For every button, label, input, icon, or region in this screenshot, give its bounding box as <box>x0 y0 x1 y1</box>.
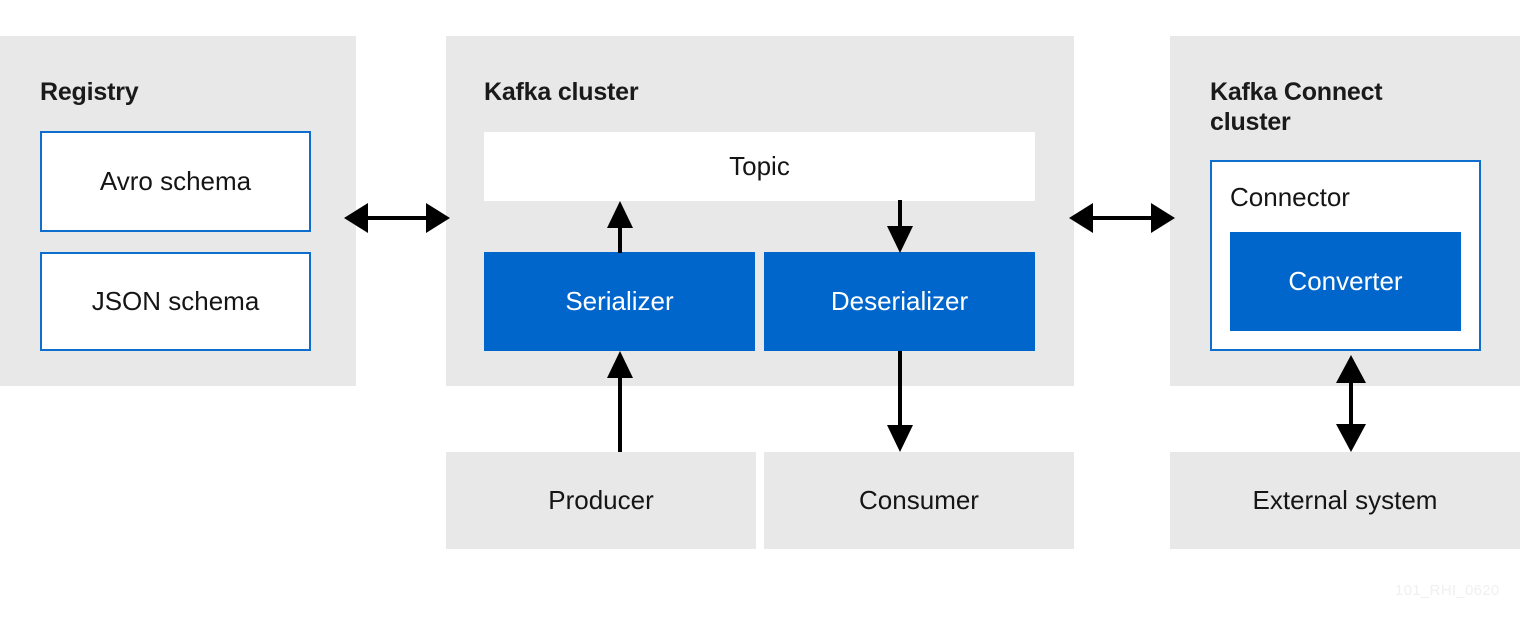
box-consumer-label: Consumer <box>859 485 979 515</box>
box-converter[interactable]: Converter <box>1230 232 1461 331</box>
panel-registry-title: Registry <box>40 78 139 106</box>
panel-kafka-connect-cluster-title: Kafka Connect cluster <box>1210 78 1383 136</box>
box-external-system-label: External system <box>1252 485 1438 515</box>
arrow-producer-to-serializer <box>607 351 633 452</box>
box-converter-label: Converter <box>1288 266 1403 296</box>
box-serializer[interactable]: Serializer <box>484 252 755 351</box>
box-producer-label: Producer <box>548 485 654 515</box>
watermark-label: 101_RHI_0620 <box>1395 582 1500 599</box>
arrow-connector-to-external-system <box>1336 355 1366 452</box>
arrow-registry-to-kafka-cluster <box>344 203 450 233</box>
arrow-kafka-cluster-to-kafka-connect <box>1069 203 1175 233</box>
box-topic[interactable]: Topic <box>484 132 1035 201</box>
box-producer[interactable]: Producer <box>446 452 756 549</box>
box-json-schema-label: JSON schema <box>91 286 260 316</box>
panel-kafka-cluster-title: Kafka cluster <box>484 78 639 106</box>
box-topic-label: Topic <box>729 151 790 181</box>
arrow-deserializer-to-consumer <box>887 351 913 452</box>
box-deserializer-label: Deserializer <box>830 286 969 316</box>
box-external-system[interactable]: External system <box>1170 452 1520 549</box>
box-deserializer[interactable]: Deserializer <box>764 252 1035 351</box>
arrow-serializer-to-topic <box>607 201 633 253</box>
box-json-schema[interactable]: JSON schema <box>40 252 311 351</box>
box-serializer-label: Serializer <box>565 286 674 316</box>
box-consumer[interactable]: Consumer <box>764 452 1074 549</box>
arrow-topic-to-deserializer <box>887 200 913 253</box>
box-avro-schema-label: Avro schema <box>99 166 252 196</box>
box-avro-schema[interactable]: Avro schema <box>40 131 311 232</box>
box-connector-label: Connector <box>1230 182 1350 212</box>
